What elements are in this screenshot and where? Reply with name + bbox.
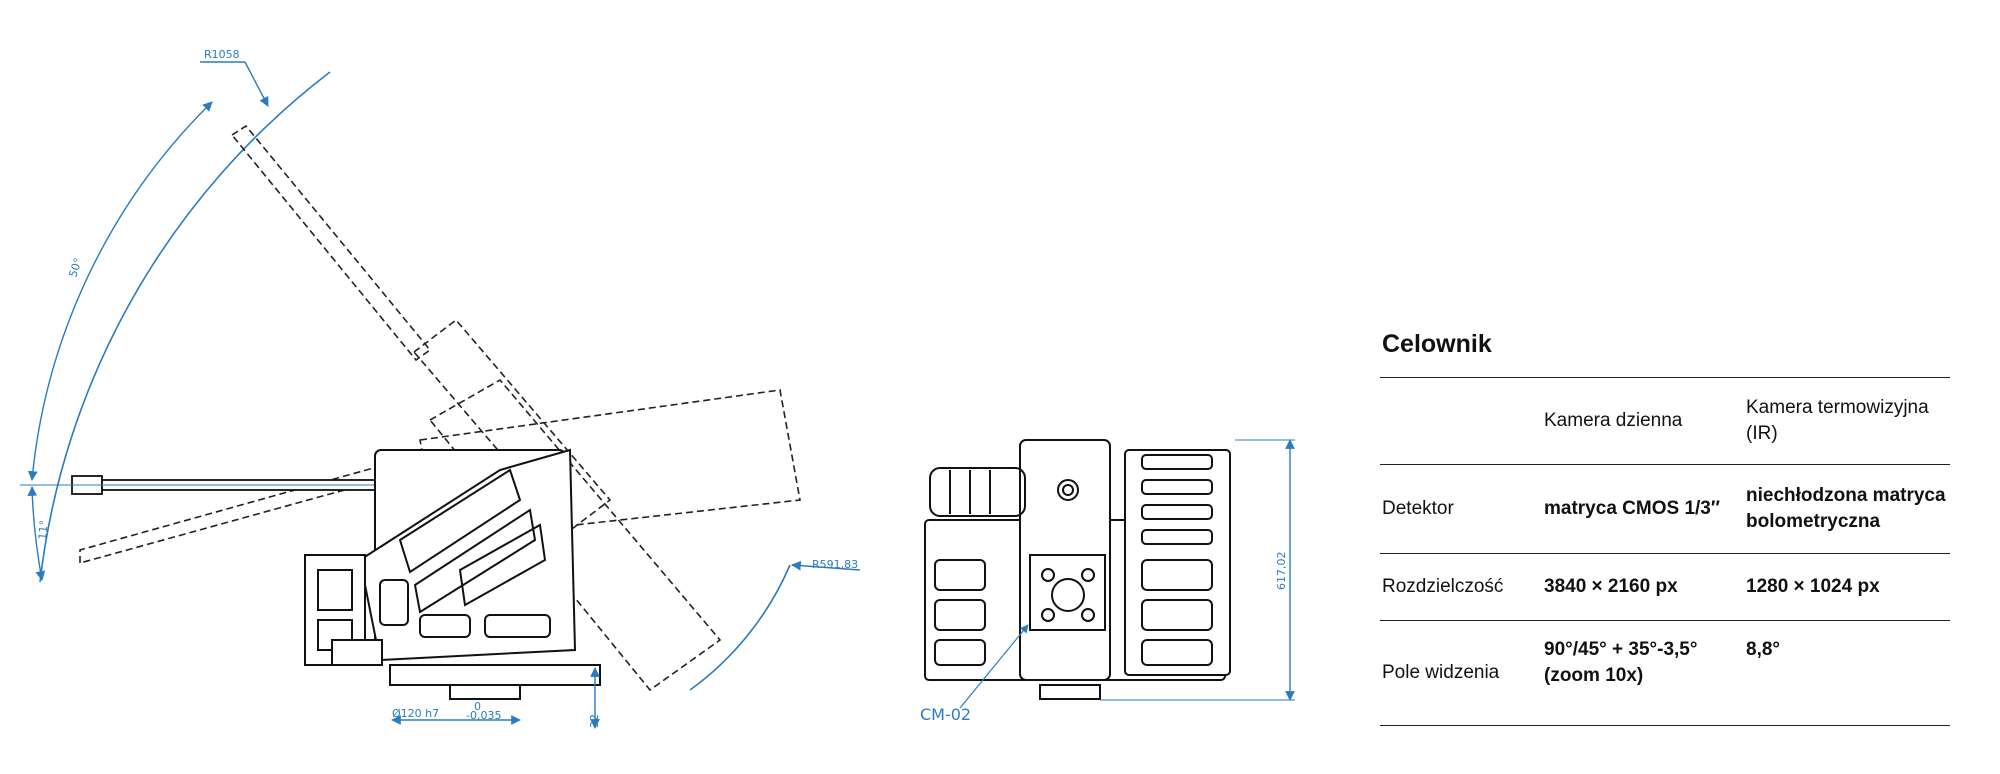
dim-angle-11: 11°	[36, 520, 51, 541]
header-empty	[1380, 377, 1542, 465]
label-cm02: CM-02	[920, 705, 971, 724]
row-label: Pole widzenia	[1380, 620, 1542, 726]
r591-leader	[791, 560, 861, 571]
side-view-drawing: R1058 50° 11°	[20, 48, 861, 729]
table-row: Detektor matryca CMOS 1/3″ niechłodzona …	[1380, 464, 1950, 554]
ir-value: 1280 × 1024 px	[1744, 553, 1950, 621]
dim-r1058: R1058	[204, 48, 240, 61]
header-ir-camera: Kamera termowizyjna (IR)	[1744, 377, 1950, 465]
spec-table: Kamera dzienna Kamera termowizyjna (IR) …	[1380, 377, 1950, 726]
day-value: 3840 × 2160 px	[1542, 553, 1744, 621]
dim-h32: 32	[588, 714, 601, 728]
header-day-camera: Kamera dzienna	[1542, 377, 1744, 465]
spec-title: Celownik	[1382, 330, 1492, 358]
angle-11-arc	[27, 486, 46, 581]
ir-value: niechłodzona matryca bolometryczna	[1744, 464, 1950, 554]
r591-arc	[689, 564, 791, 691]
dim-shaft-tol-bottom: -0,035	[466, 709, 501, 722]
front-rolls	[929, 467, 1026, 517]
r1058-leader	[200, 61, 269, 107]
row-label: Rozdzielczość	[1380, 553, 1542, 621]
front-view-drawing: 617,02 CM-02	[920, 439, 1295, 724]
row-label: Detektor	[1380, 464, 1542, 554]
turret-panels	[379, 468, 551, 638]
sight-box	[304, 554, 383, 666]
angle-50-arc	[27, 101, 213, 481]
front-panels	[934, 454, 1213, 666]
cm02-leader	[959, 624, 1029, 709]
ir-value: 8,8°	[1744, 620, 1950, 726]
dim-r591: R591,83	[812, 558, 858, 571]
dim-h617: 617,02	[1275, 552, 1288, 591]
table-row: Pole widzenia 90°/45° + 35°-3,5° (zoom 1…	[1380, 620, 1950, 726]
day-value: matryca CMOS 1/3″	[1542, 464, 1744, 554]
table-row: Rozdzielczość 3840 × 2160 px 1280 × 1024…	[1380, 553, 1950, 621]
day-value: 90°/45° + 35°-3,5° (zoom 10x)	[1542, 620, 1744, 726]
spec-section: Celownik Kamera dzienna Kamera termowizy…	[1380, 330, 1950, 726]
dim-angle-50: 50°	[66, 256, 84, 279]
spec-header-row: Kamera dzienna Kamera termowizyjna (IR)	[1380, 377, 1950, 465]
dim-shaft-tol-top: 0	[474, 700, 481, 713]
barrel	[20, 475, 400, 495]
dim-shaft: Ø120 h7	[392, 707, 439, 720]
